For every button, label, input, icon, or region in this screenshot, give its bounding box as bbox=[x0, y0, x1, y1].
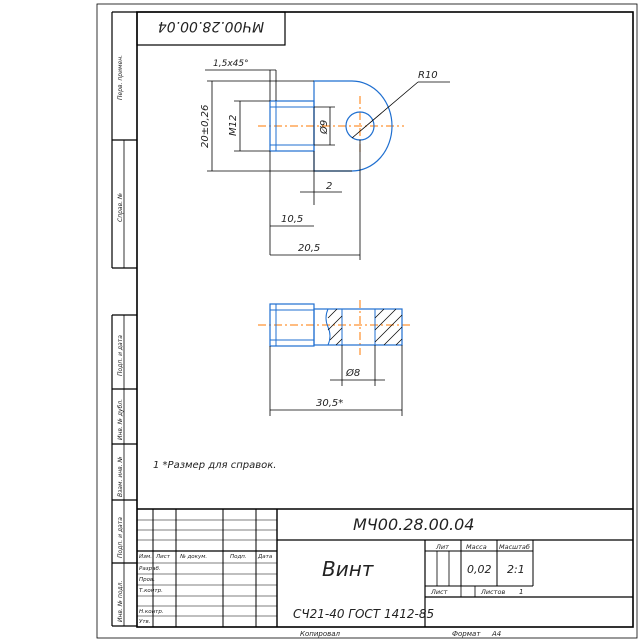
hdr-list: Лист bbox=[155, 554, 171, 560]
material: СЧ21-40 ГОСТ 1412-85 bbox=[293, 607, 434, 621]
mass-value: 0,02 bbox=[467, 563, 492, 576]
sheets-total: 1 bbox=[519, 588, 523, 596]
title-block bbox=[137, 508, 633, 627]
top-view-dimensions bbox=[205, 69, 450, 260]
role-prov: Пров. bbox=[139, 577, 155, 583]
role-tkontr: Т.контр. bbox=[139, 588, 163, 594]
part-name: Винт bbox=[322, 557, 375, 581]
hdr-sign: Подп. bbox=[230, 554, 247, 560]
top-view bbox=[258, 80, 404, 172]
hdr-lit: Лит bbox=[435, 543, 449, 551]
dim-thread: М12 bbox=[228, 115, 239, 136]
side-label-vzam: Взам. инв. № bbox=[117, 456, 124, 497]
role-nkontr: Н.контр. bbox=[139, 609, 164, 615]
format-label: Формат bbox=[452, 630, 481, 638]
role-utv: Утв. bbox=[139, 619, 151, 625]
hdr-masshtab: Масштаб bbox=[499, 543, 530, 551]
top-designation: МЧ00.28.00.04 bbox=[158, 18, 264, 34]
side-label-podp1: Подп. и дата bbox=[117, 335, 124, 376]
top-designation-box bbox=[136, 11, 286, 46]
dim-len2: 20,5 bbox=[298, 243, 320, 254]
dim-inner-diameter: Ø9 bbox=[318, 120, 330, 135]
side-view bbox=[258, 300, 410, 355]
side-label-inv-podl: Инв. № подл. bbox=[117, 581, 124, 622]
copied-label: Копировал bbox=[300, 630, 341, 638]
dim-offset: 2 bbox=[326, 181, 332, 192]
dim-hole-diameter: Ø8 bbox=[345, 367, 360, 379]
hdr-date: Дата bbox=[257, 554, 273, 560]
outer-border bbox=[96, 3, 638, 639]
dim-chamfer: 1,5x45° bbox=[213, 59, 249, 69]
note-text: 1 *Размер для справок. bbox=[153, 460, 276, 471]
hdr-izm: Изм. bbox=[139, 554, 152, 560]
role-razrab: Разраб. bbox=[139, 566, 161, 572]
dim-total: 30,5* bbox=[316, 398, 343, 409]
scale-value: 2:1 bbox=[507, 563, 525, 576]
dim-len1: 10,5 bbox=[281, 214, 303, 225]
side-label-podp2: Подп. и дата bbox=[117, 517, 124, 558]
side-label-perv: Перв. примен. bbox=[117, 55, 124, 100]
hdr-doc-no: № докум. bbox=[179, 554, 207, 560]
format-value: А4 bbox=[491, 630, 501, 638]
dim-radius: R10 bbox=[418, 70, 438, 81]
hdr-listov: Листов bbox=[480, 588, 505, 596]
hdr-list2: Лист bbox=[430, 588, 448, 596]
hdr-massa: Масса bbox=[466, 543, 487, 551]
drawing-frame bbox=[136, 11, 634, 628]
side-label-inv-dubl: Инв. № дубл. bbox=[117, 399, 124, 440]
side-strip bbox=[111, 11, 137, 627]
title-designation: МЧ00.28.00.04 bbox=[353, 515, 474, 534]
dim-height: 20±0,26 bbox=[200, 105, 211, 148]
side-view-dimensions bbox=[269, 345, 403, 416]
side-label-sprav: Справ. № bbox=[117, 193, 124, 222]
